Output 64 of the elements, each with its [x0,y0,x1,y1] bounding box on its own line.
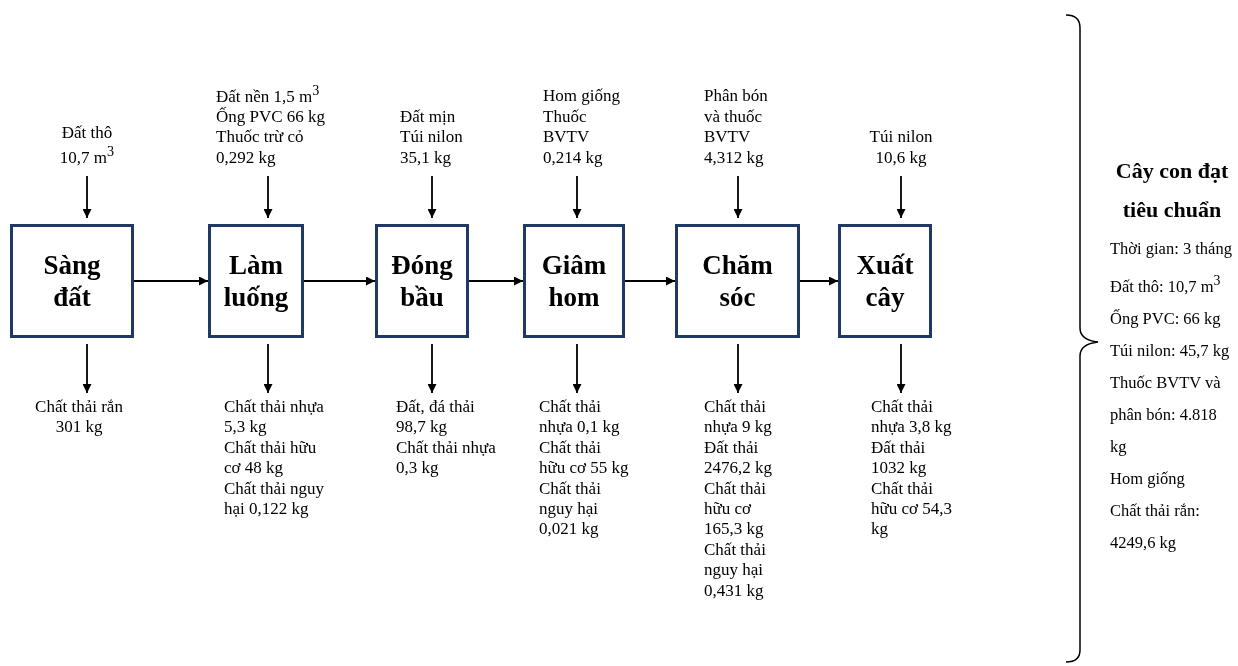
summary-text: Thời gian: 3 tháng [1110,238,1233,260]
process-box [208,224,304,338]
arrow [733,175,743,219]
input-text: Thuốc BVTV 0,214 kg [543,106,604,168]
process-label: Giâm hom [540,248,608,314]
arrow [427,175,437,219]
input-text: Đất mịn [400,106,457,128]
output-text: Chất thải nhựa 3,8 kg [871,397,953,438]
output-text: Chất thải rắn 301 kg [34,397,124,438]
output-text: Chất thải nhựa 0,3 kg [396,437,497,479]
process-label: Đóng bầu [390,248,454,314]
process-box [10,224,134,338]
output-text: Chất thải hữu cơ 48 kg [224,437,318,479]
summary-text: Đất thô: 10,7 m$^{3}$ [1110,272,1222,298]
process-box [838,224,932,338]
process-label: Làm luống [222,248,290,314]
arrow [263,343,273,394]
input-text: Thuốc trừ cỏ 0,292 kg [216,127,305,168]
output-text: Chất thải nguy hại 0,021 kg [539,478,602,540]
arrow [896,175,906,219]
arrow [799,276,839,286]
output-text: Chất thải nhựa 9 kg [704,397,773,438]
output-text: Chất thải nguy hại 0,122 kg [224,478,326,520]
summary-heading: Cây con đạt tiêu chuẩn [1114,157,1230,224]
input-text: Đất nền 1,5 m$^{3}$ [216,81,321,107]
arrow [133,276,209,286]
arrow [263,175,273,219]
input-text: Túi nilon 35,1 kg [400,127,464,168]
process-label: Sàng đất [42,248,102,314]
input-text: 4,312 kg [704,147,765,168]
output-text: Chất thải nguy hại 0,431 kg [704,539,767,601]
process-label: Xuất cây [855,248,915,314]
arrow [468,276,524,286]
output-text: Đất thải 1032 kg [871,437,928,479]
output-text: Chất thải nhựa 5,3 kg [224,397,325,438]
summary-text: Hom giống [1110,468,1186,490]
input-text: Phân bón và thuốc BVTV [704,86,769,148]
input-text: Ống PVC 66 kg [216,106,327,128]
input-text: Hom giống [543,86,621,107]
arrow [896,343,906,394]
arrow [303,276,376,286]
process-label: Chăm sóc [701,248,774,314]
arrow [572,175,582,219]
output-text: Đất, đá thải 98,7 kg [396,397,476,438]
process-box [523,224,625,338]
summary-text: Thuốc BVTV và phân bón: 4.818 kg [1110,372,1222,458]
summary-text: Túi nilon: 45,7 kg [1110,340,1231,362]
arrow [82,343,92,394]
input-text: Đất thô 10,7 m$^{3}$ [58,122,116,168]
input-text: Túi nilon 10,6 kg [868,127,934,168]
arrow [572,343,582,394]
arrow [82,175,92,219]
output-text: Đất thải 2476,2 kg [704,437,773,479]
summary-text: Chất thải rắn: 4249,6 kg [1110,500,1201,554]
output-text: Chất thải hữu cơ 165,3 kg [704,478,767,540]
output-text: Chất thải hữu cơ 55 kg [539,437,630,479]
process-box [675,224,800,338]
output-text: Chất thải hữu cơ 54,3 kg [871,478,953,540]
arrow [427,343,437,394]
output-text: Chất thải nhựa 0,1 kg [539,397,621,438]
arrow [733,343,743,394]
arrow [624,276,676,286]
summary-text: Ống PVC: 66 kg [1110,308,1222,330]
process-box [375,224,469,338]
